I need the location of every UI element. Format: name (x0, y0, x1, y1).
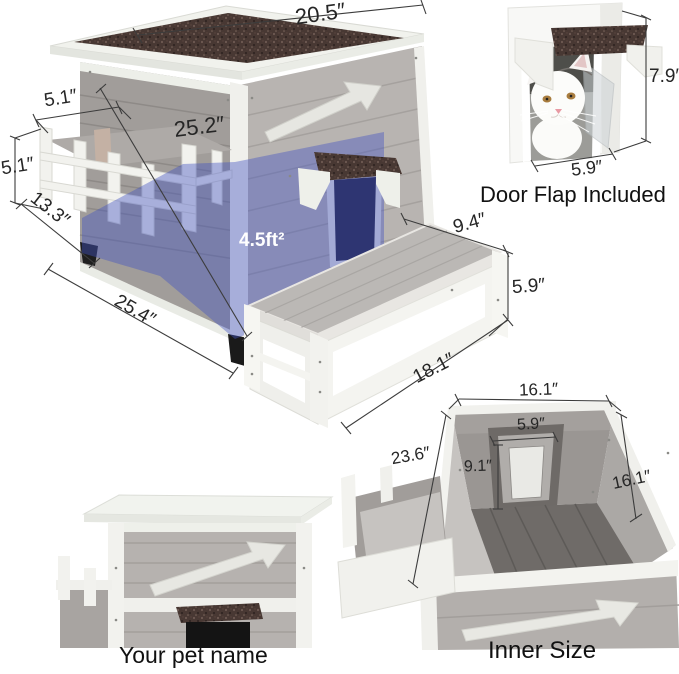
platform-post-front (310, 332, 328, 428)
cat-pupil-left (545, 97, 549, 101)
inner-name-plate-arrow (461, 599, 639, 642)
front-balcony (56, 556, 112, 648)
platform-face-right-hole (333, 284, 485, 396)
blue-floor-overlay-left (82, 162, 235, 339)
flap-awning-bracket-left (514, 37, 554, 91)
cat-nose (555, 109, 562, 114)
step-platform-photo (244, 222, 508, 428)
platform-planks (264, 230, 483, 329)
front-balcony-post2 (84, 568, 96, 606)
balcony-fence (39, 126, 233, 237)
inner-size-caption: Inner Size (488, 637, 597, 664)
front-view-caption: Your pet name (119, 642, 268, 668)
roof-asphalt (74, 13, 404, 63)
front-roof-fascia (84, 514, 301, 525)
center-corner-post (230, 82, 248, 341)
dim-inner-door-height: 9.1″ (463, 457, 493, 476)
inner-screws (458, 438, 670, 494)
dim-balcony-depth: 5.1″ (42, 85, 79, 112)
inner-floor-planks (489, 503, 611, 581)
front-planks (108, 542, 312, 633)
dim-flap-width: 5.9″ (569, 156, 604, 180)
dim-inner-door-width: 5.9″ (516, 415, 546, 434)
roof-fascia-right (242, 34, 424, 80)
platform-face-left-hole (263, 339, 305, 403)
transparent-flap (582, 61, 615, 149)
platform-edge-left (248, 306, 318, 345)
front-mid-rail (108, 598, 312, 612)
platform-face-left-bar (258, 352, 312, 382)
platform-post-left (244, 304, 260, 392)
dimension-lines (9, 0, 652, 589)
dim-flap-height: 7.9″ (649, 66, 679, 87)
left-wall-top-rail (80, 62, 235, 95)
blue-floor-overlay-front (235, 132, 384, 339)
platform-edge-right (318, 252, 500, 345)
inner-balcony-front-board (337, 537, 456, 619)
inner-front-plank (435, 604, 679, 619)
balcony-deck (48, 126, 232, 167)
front-roof-fascia-side (301, 497, 332, 525)
front-roof (82, 494, 334, 518)
flap-frame-left (521, 48, 531, 162)
inner-balcony-post-left (341, 474, 357, 548)
platform-screws (250, 288, 500, 394)
cat-pupil-right (569, 94, 573, 98)
dim-house-height: 25.2″ (172, 111, 226, 142)
awning-bracket-left (298, 168, 330, 210)
front-view-photo (56, 494, 334, 648)
cat-body (532, 117, 582, 159)
inner-balcony (337, 465, 456, 619)
front-screws (114, 566, 306, 622)
front-top-rail (108, 523, 312, 532)
inner-back-wall-light (452, 408, 614, 434)
cat-whiskers (519, 109, 597, 133)
door-flap-photo (507, 2, 663, 164)
house-foot-right (228, 334, 248, 366)
roof-fascia-left (50, 46, 242, 80)
inner-right-wall (597, 408, 673, 572)
dim-inner-width: 16.1″ (518, 379, 559, 400)
inner-door-flap (508, 445, 545, 500)
front-balcony-post1 (58, 556, 70, 600)
front-name-plate-arrow (149, 541, 286, 597)
inner-rim-right (604, 402, 676, 552)
dim-balcony-height: 5.1″ (0, 153, 36, 180)
awning-bracket-right (376, 170, 400, 208)
inner-front-rim (432, 560, 678, 594)
front-post-right (296, 523, 312, 648)
door-flap-caption: Door Flap Included (480, 182, 666, 207)
inner-balcony-post-mid (380, 465, 393, 503)
house-foot-left (80, 242, 98, 266)
flap-awning-bracket-right (626, 44, 663, 78)
inner-view-photo (337, 401, 679, 650)
front-door-opening (186, 622, 250, 648)
dim-floor-area: 4.5ft² (239, 230, 285, 251)
entrance-opening (334, 177, 376, 261)
dim-platform-height: 5.9″ (511, 274, 546, 299)
left-wall-bottom-rail (80, 262, 235, 341)
inner-rim-back (450, 401, 616, 415)
front-door-awning (176, 603, 263, 623)
name-plate-arrow (264, 81, 382, 143)
cat-ear-right-inner (574, 53, 587, 68)
front-post-left (108, 523, 124, 648)
flap-awning-asphalt (551, 25, 648, 56)
